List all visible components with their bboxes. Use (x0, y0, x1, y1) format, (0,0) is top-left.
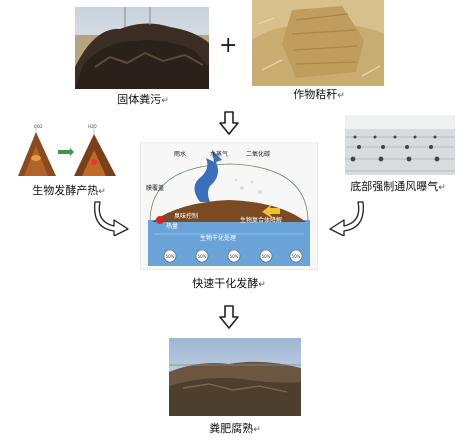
down-arrow-icon (219, 305, 239, 329)
heat-text: 热量 (166, 222, 178, 230)
heat-piles-illustration: CO2 H2O (14, 120, 122, 184)
vapor-label: 水蒸气 (210, 150, 228, 158)
process-diagram: 雨水 水蒸气 二氧化碳 膜覆盖 臭味控制 热量 生物复合体降解 生物干化处理 5… (140, 142, 318, 270)
svg-text:H2O: H2O (88, 124, 97, 129)
curved-arrow-right-icon (326, 200, 366, 236)
compost-photo (169, 338, 301, 416)
co2-label: 二氧化碳 (246, 150, 270, 158)
process-label: 快速干化发酵↵ (192, 277, 266, 290)
compost-label: 粪肥腐熟↵ (209, 422, 261, 435)
plus-operator: + (219, 33, 238, 58)
down-arrow-icon (219, 111, 239, 135)
straw-label: 作物秸秆↵ (293, 88, 345, 101)
heat-label: 生物发酵产热↵ (32, 184, 106, 197)
gauge-4: 50% (262, 254, 271, 259)
curved-arrow-left-icon (92, 200, 132, 236)
gauge-5: 50% (292, 254, 301, 259)
svg-text:CO2: CO2 (34, 124, 43, 129)
membrane-label: 膜覆盖 (146, 184, 164, 192)
gauge-3: 50% (230, 254, 239, 259)
aeration-photo (345, 115, 455, 175)
drying-label: 生物干化处理 (200, 234, 236, 242)
gauge-1: 50% (166, 254, 175, 259)
aeration-label: 底部强制通风曝气↵ (350, 180, 446, 193)
rain-label: 雨水 (174, 150, 186, 158)
odor-label: 臭味控制 (174, 212, 198, 220)
gauge-2: 50% (198, 254, 207, 259)
straw-photo (252, 0, 384, 86)
manure-photo (75, 7, 209, 89)
manure-label: 固体粪污↵ (117, 93, 169, 106)
degradation-label: 生物复合体降解 (240, 216, 282, 224)
